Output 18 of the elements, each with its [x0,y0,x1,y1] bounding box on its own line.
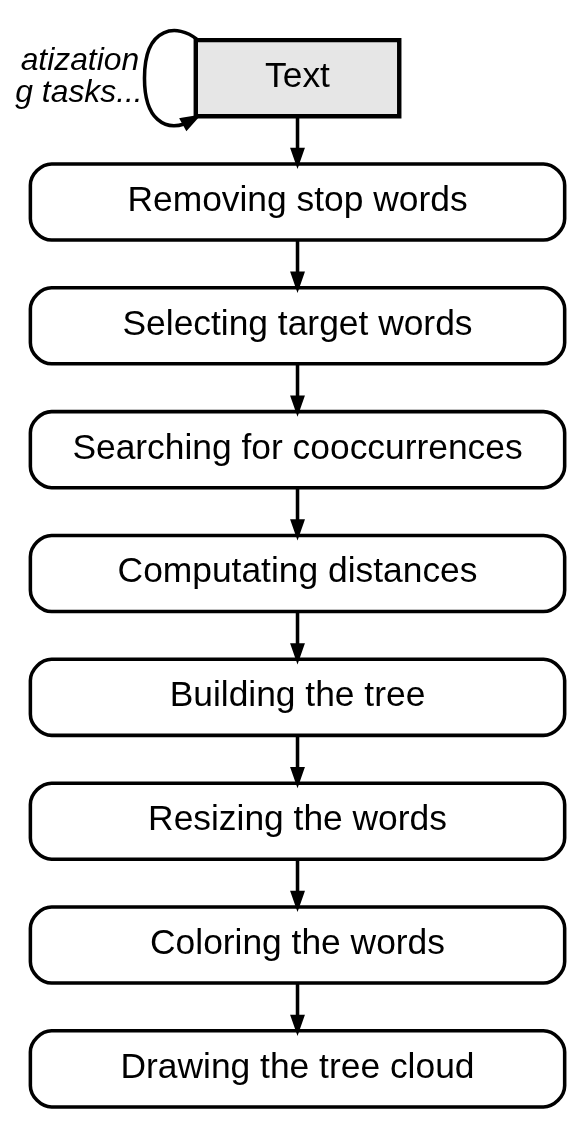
node-box: Selecting target words [28,285,567,366]
arrow [290,240,305,293]
arrow [290,983,305,1036]
arrow [290,487,305,541]
node-box: Building the tree [28,657,567,737]
arrow [290,859,305,912]
edge-label: atization g tasks... [15,40,143,109]
node-box: Coloring the words [28,904,567,985]
node-box: Searching for cooccurrences [28,409,567,489]
node-box: Drawing the tree cloud [28,1028,567,1109]
arrow [290,363,305,417]
arrow [290,735,305,788]
node-box: Removing stop words [28,161,567,242]
node-box: Computating distances [28,533,567,613]
arrow [290,611,305,664]
arrow [290,116,305,169]
node-box: Text [193,37,402,118]
node-box: Resizing the words [28,780,567,861]
